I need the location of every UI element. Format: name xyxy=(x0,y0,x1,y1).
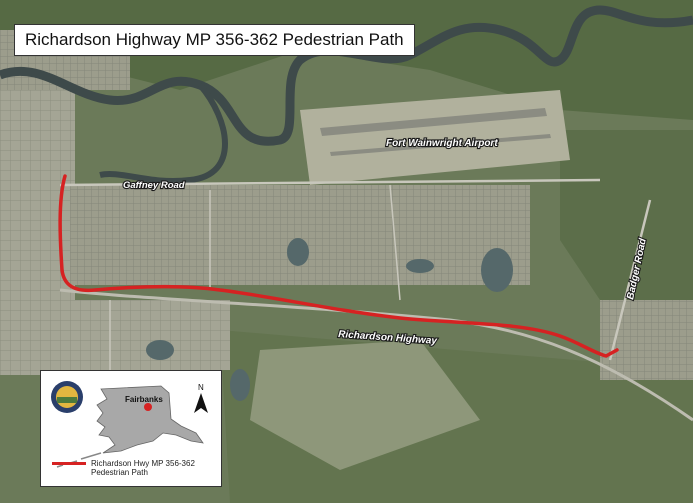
north-label: N xyxy=(198,383,204,392)
pond xyxy=(230,369,250,401)
minor-road xyxy=(389,184,401,301)
alaska-outline xyxy=(96,385,204,454)
airport-taxiway xyxy=(330,134,551,156)
inset-graphic: Fairbanks N xyxy=(51,381,208,468)
pond xyxy=(287,238,309,266)
legend-label: Richardson Hwy MP 356-362 Pedestrian Pat… xyxy=(91,459,195,477)
urban-south-west xyxy=(0,300,230,370)
state-seal-logo xyxy=(51,381,83,413)
pond xyxy=(146,340,174,360)
map-title: Richardson Highway MP 356-362 Pedestrian… xyxy=(14,24,415,56)
airport-runway xyxy=(320,108,547,136)
north-arrow-icon xyxy=(194,393,208,413)
chena-river-lower xyxy=(99,83,228,184)
urban-central xyxy=(70,185,530,285)
pond xyxy=(406,259,434,273)
locator-inset: Fairbanks N Richardson Hwy MP 356-362 Pe… xyxy=(40,370,222,487)
fairbanks-marker xyxy=(144,403,152,411)
gaffney-road xyxy=(59,178,601,187)
badger-road xyxy=(608,199,652,361)
pond xyxy=(481,248,513,292)
gaffney-road-label: Gaffney Road xyxy=(123,180,185,191)
airport-label: Fort Wainwright Airport xyxy=(386,138,498,149)
richardson-highway-road xyxy=(59,288,693,422)
pedestrian-path xyxy=(58,174,619,358)
legend-path-swatch xyxy=(52,462,86,465)
fairbanks-label: Fairbanks xyxy=(125,395,163,404)
open-area-south xyxy=(250,340,480,470)
